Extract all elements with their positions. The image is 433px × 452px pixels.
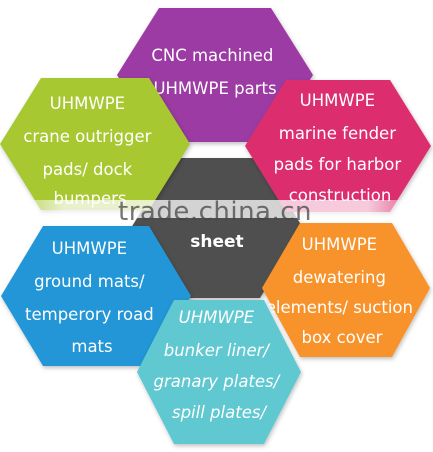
hexagon-lower-left: UHMWPE ground mats/ temperory road mats — [1, 226, 191, 366]
hexagon-upper-left-shape — [0, 78, 190, 210]
hexagon-center-shape — [131, 158, 303, 298]
hexagon-lower-left-line: ground mats/ — [34, 272, 145, 291]
hexagon-lower-right-line: elements/ suction — [266, 298, 413, 317]
hexagon-bottom-line: spill plates/ — [172, 403, 268, 422]
svg-text:UHMWPE dewatering: UHMWPE dewatering elements/ suction box … — [266, 235, 418, 347]
hexagon-lower-left-shape — [1, 226, 191, 366]
hexagon-bottom-line: UHMWPE — [179, 308, 255, 327]
hexagon-bottom: UHMWPE bunker liner/ granary plates/ spi… — [137, 300, 301, 444]
hexagon-lower-right-line: UHMWPE — [302, 235, 377, 254]
hexagon-upper-right-line: construction — [289, 186, 392, 205]
hexagon-top-line: UHMWPE parts — [153, 79, 276, 98]
hexagon-lower-left-line: UHMWPE — [52, 239, 127, 258]
svg-text:CNC machined UHMWPE pa: CNC machined UHMWPE parts — [151, 46, 278, 98]
hexagon-lower-left-line: temperory road — [25, 305, 154, 324]
hexagon-bottom-line: granary plates/ — [154, 372, 282, 391]
hexagon-upper-left-line: UHMWPE — [50, 94, 125, 113]
hexagon-upper-left: UHMWPE crane outrigger pads/ dock bumper… — [0, 78, 190, 210]
hexagon-lower-right: UHMWPE dewatering elements/ suction box … — [262, 223, 430, 357]
hexagon-bottom-shape — [137, 300, 301, 444]
hexagon-center-line: sheet — [190, 232, 243, 252]
hexagon-upper-left-line: crane outrigger — [23, 127, 151, 146]
hexagon-upper-right-shape — [245, 80, 431, 212]
hexagon-lower-left-line: mats — [71, 337, 112, 356]
hexagon-upper-right-line: pads for harbor — [274, 155, 402, 174]
hexagon-lower-right-line: dewatering — [293, 268, 386, 287]
hexagon-bottom-line: bunker liner/ — [164, 341, 272, 360]
hexagon-upper-right-line: marine fender — [279, 124, 396, 143]
svg-text:UHMWPE bunker liner/: UHMWPE bunker liner/ granary plates/ spi… — [154, 308, 285, 422]
svg-text:sheet: sheet — [190, 232, 243, 252]
hexagon-top-line: CNC machined — [151, 46, 273, 65]
hexagon-upper-left-line: bumpers — [53, 189, 126, 208]
hexagon-center: sheet — [131, 158, 303, 298]
hexagon-upper-right-line: UHMWPE — [300, 91, 375, 110]
svg-text:UHMWPE ground mats/: UHMWPE ground mats/ temperory road mats — [25, 239, 159, 356]
hexagon-upper-left-line: pads/ dock — [43, 160, 133, 179]
hexagon-lower-right-line: box cover — [302, 328, 383, 347]
hexagon-lower-right-shape — [262, 223, 430, 357]
